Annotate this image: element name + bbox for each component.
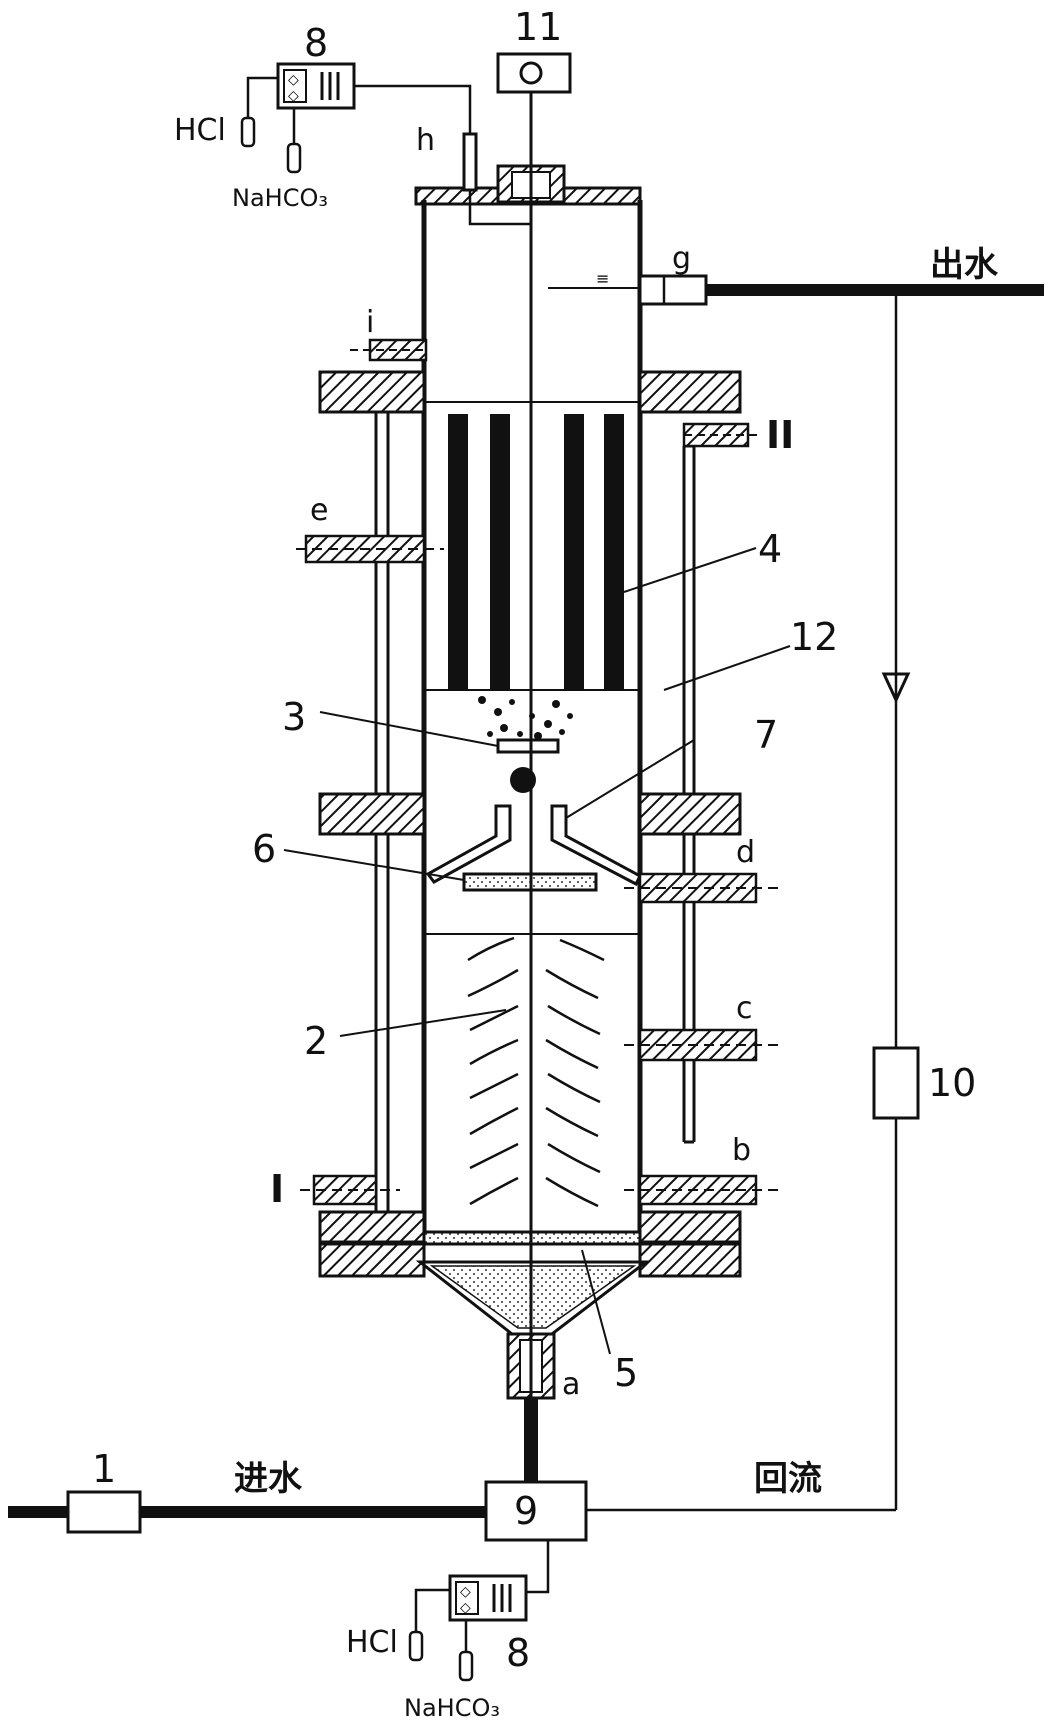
distributor-5 [415,1230,651,1400]
label-nahco3-bottom: NaHCO₃ [404,1694,500,1722]
label-7: 7 [754,713,778,757]
label-port-g: g [672,241,691,276]
label-2: 2 [304,1019,328,1063]
label-8-top: 8 [304,21,328,65]
svg-text:≡: ≡ [596,269,609,288]
label-outlet: 出水 [930,245,999,285]
label-5: 5 [614,1351,638,1395]
label-9: 9 [514,1489,538,1533]
packing-zone-4 [424,414,640,691]
svg-text:◇: ◇ [288,88,299,104]
label-port-d: d [736,835,755,870]
port-d [624,872,778,904]
label-11: 11 [514,5,562,49]
port-e [296,534,444,564]
port-h [462,132,478,192]
dosing-pump-bottom-8: ◇ ◇ [408,1574,528,1682]
svg-text:◇: ◇ [460,1584,471,1600]
label-inlet: 进水 [234,1459,303,1499]
label-port-h: h [416,123,435,158]
label-8-bottom: 8 [506,1631,530,1675]
label-port-c: c [736,991,753,1026]
mixing-pump-9 [484,1480,588,1542]
label-hcl-top: HCl [174,113,226,148]
label-3: 3 [282,695,306,739]
svg-text:◇: ◇ [460,1600,471,1616]
separator-7 [425,804,642,887]
fibre-packing-2 [467,936,605,1208]
label-12: 12 [790,615,838,659]
label-nahco3-top: NaHCO₃ [232,184,328,212]
port-c [624,1028,778,1062]
svg-text:◇: ◇ [288,72,299,88]
port-I [300,1174,400,1206]
port-II [682,422,760,448]
label-port-I: I [270,1167,284,1211]
label-port-II: II [766,413,794,457]
label-4: 4 [758,527,782,571]
label-1: 1 [92,1447,116,1491]
piping [8,284,1044,1594]
inlet-pump-1 [66,1490,142,1534]
label-port-b: b [732,1133,751,1168]
label-6: 6 [252,827,276,871]
label-port-a: a [562,1367,580,1402]
label-reflux: 回流 [754,1459,822,1499]
reflux-pump-10 [872,1046,920,1120]
port-g: ≡ [548,269,708,306]
port-i [350,338,428,362]
label-hcl-bottom: HCl [346,1625,398,1660]
flanges [318,370,742,1278]
label-port-e: e [310,493,328,528]
label-port-i: i [366,305,374,340]
label-10: 10 [928,1061,976,1105]
leader-lines [283,547,791,1355]
motor-11 [496,52,572,94]
port-b [624,1174,778,1206]
